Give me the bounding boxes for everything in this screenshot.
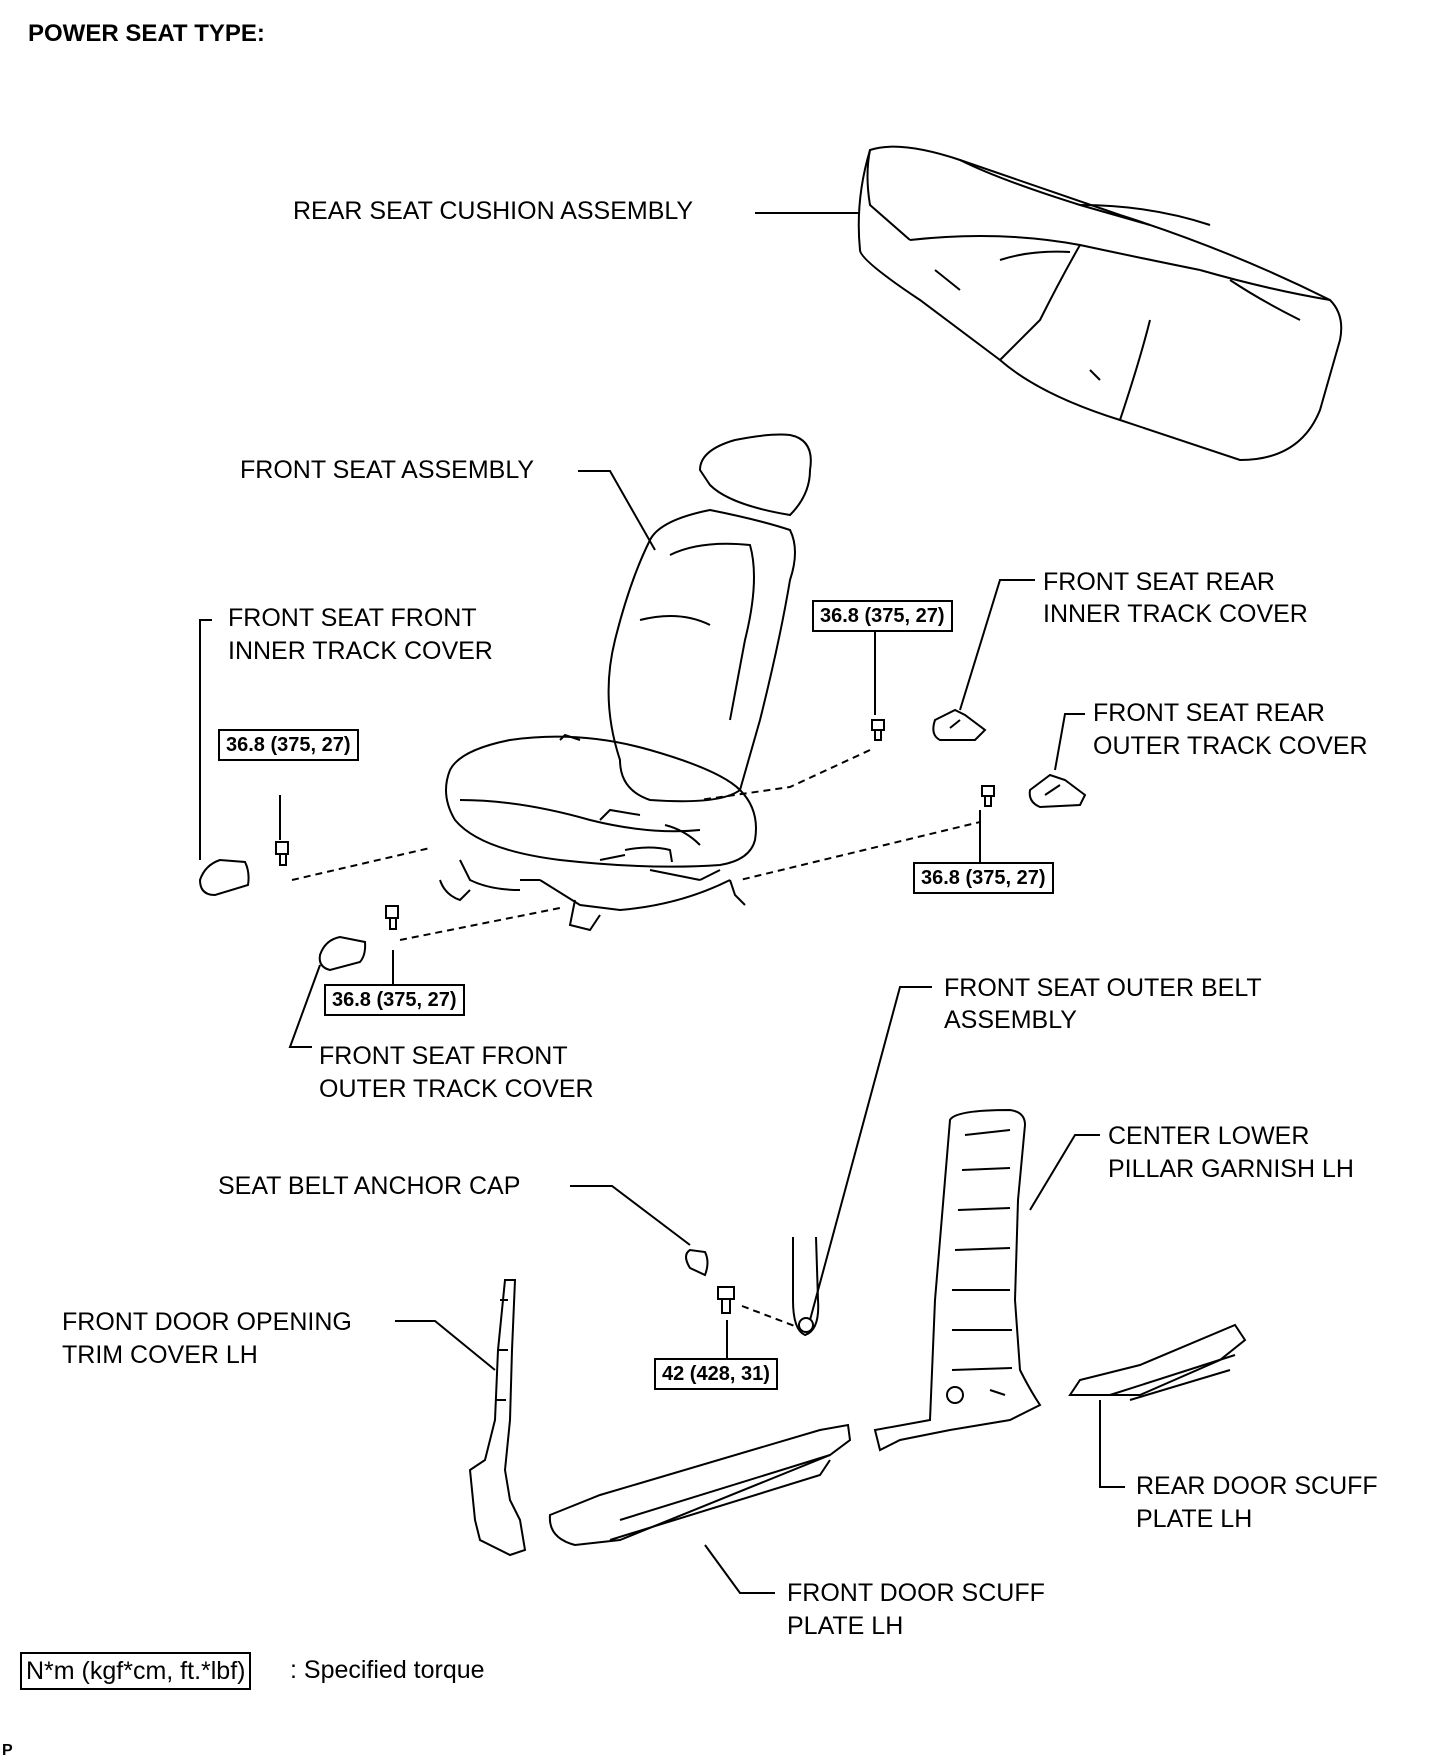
front-seat-drawing xyxy=(439,433,812,932)
label-front-scuff-line1: FRONT DOOR SCUFF xyxy=(787,1579,1045,1607)
label-outer-belt-line1: FRONT SEAT OUTER BELT xyxy=(944,974,1262,1002)
label-rear-outer-cover-line2: OUTER TRACK COVER xyxy=(1093,732,1368,760)
label-center-pillar-line2: PILLAR GARNISH LH xyxy=(1108,1155,1354,1183)
label-rear-inner-cover-line2: INNER TRACK COVER xyxy=(1043,600,1308,628)
label-front-seat-assembly: FRONT SEAT ASSEMBLY xyxy=(240,456,535,484)
label-rear-outer-cover-line1: FRONT SEAT REAR xyxy=(1093,699,1325,727)
label-door-opening-line1: FRONT DOOR OPENING xyxy=(62,1308,352,1336)
label-rear-inner-cover-line1: FRONT SEAT REAR xyxy=(1043,568,1275,596)
label-front-scuff-line2: PLATE LH xyxy=(787,1612,904,1640)
label-door-opening-line2: TRIM COVER LH xyxy=(62,1341,258,1369)
center-pillar-drawing xyxy=(873,1108,1042,1452)
door-opening-trim-drawing xyxy=(468,1279,527,1557)
label-outer-belt-line2: ASSEMBLY xyxy=(944,1006,1077,1034)
label-rear-seat-cushion: REAR SEAT CUSHION ASSEMBLY xyxy=(293,197,694,225)
torque-rear-inner: 36.8 (375, 27) xyxy=(812,600,953,632)
label-front-inner-cover-line1: FRONT SEAT FRONT xyxy=(228,604,477,632)
label-rear-scuff-line1: REAR DOOR SCUFF xyxy=(1136,1472,1378,1500)
track-covers-drawing xyxy=(198,708,1087,972)
label-rear-scuff-line2: PLATE LH xyxy=(1136,1505,1253,1533)
label-front-outer-cover-line2: OUTER TRACK COVER xyxy=(319,1075,594,1103)
torque-anchor: 42 (428, 31) xyxy=(654,1358,778,1390)
rear-scuff-plate-drawing xyxy=(1068,1323,1247,1401)
torque-front-inner: 36.8 (375, 27) xyxy=(218,729,359,761)
label-center-pillar-line1: CENTER LOWER xyxy=(1108,1122,1310,1150)
rear-seat-cushion-drawing xyxy=(857,145,1343,462)
label-anchor-cap: SEAT BELT ANCHOR CAP xyxy=(218,1172,521,1200)
outer-belt-drawing xyxy=(685,1236,820,1337)
bolts-drawing xyxy=(275,719,995,1314)
corner-mark: P xyxy=(2,1742,13,1759)
legend-description: : Specified torque xyxy=(290,1656,485,1684)
page-title: POWER SEAT TYPE: xyxy=(28,20,265,47)
label-front-inner-cover-line2: INNER TRACK COVER xyxy=(228,637,493,665)
label-front-outer-cover-line1: FRONT SEAT FRONT xyxy=(319,1042,568,1070)
front-scuff-plate-drawing xyxy=(548,1423,852,1547)
legend-unit-box: N*m (kgf*cm, ft.*lbf) xyxy=(20,1652,252,1690)
dashed-guides xyxy=(291,749,981,1329)
leader-lines xyxy=(199,212,1125,1594)
torque-rear-outer: 36.8 (375, 27) xyxy=(913,862,1054,894)
torque-front-outer: 36.8 (375, 27) xyxy=(324,984,465,1016)
